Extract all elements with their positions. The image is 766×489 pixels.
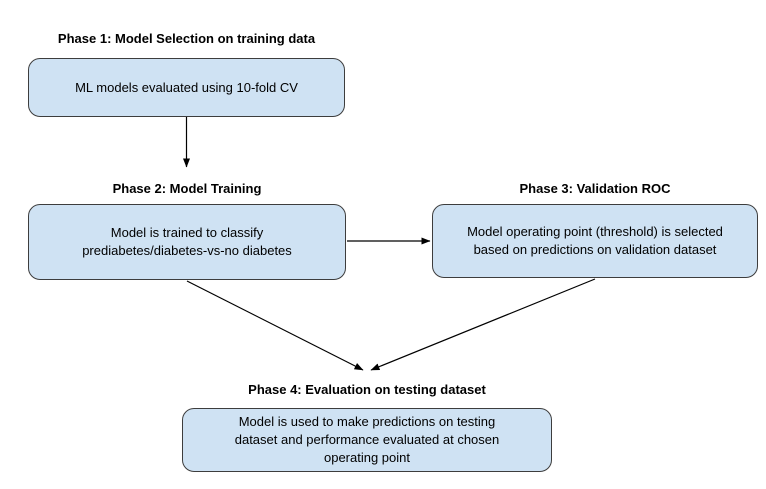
phase4-node-text: Model is used to make predictions on tes…: [234, 414, 500, 465]
phase3-title: Phase 3: Validation ROC: [519, 181, 671, 196]
phase4-node: Model is used to make predictions on tes…: [182, 408, 552, 472]
phase2-node: Model is trained to classify prediabetes…: [28, 204, 346, 280]
phase3-node-text: Model operating point (threshold) is sel…: [467, 224, 723, 257]
phase4-title: Phase 4: Evaluation on testing dataset: [248, 382, 486, 397]
phase1-node: ML models evaluated using 10-fold CV: [28, 58, 345, 117]
arrow-phase2-to-phase4: [186, 280, 364, 371]
phase1-title: Phase 1: Model Selection on training dat…: [57, 31, 316, 46]
phase2-title: Phase 2: Model Training: [112, 181, 262, 196]
phase1-node-text: ML models evaluated using 10-fold CV: [75, 79, 298, 95]
phase3-node: Model operating point (threshold) is sel…: [432, 204, 758, 278]
phase2-node-text: Model is trained to classify prediabetes…: [82, 225, 292, 258]
arrow-phase3-to-phase4: [370, 278, 596, 371]
